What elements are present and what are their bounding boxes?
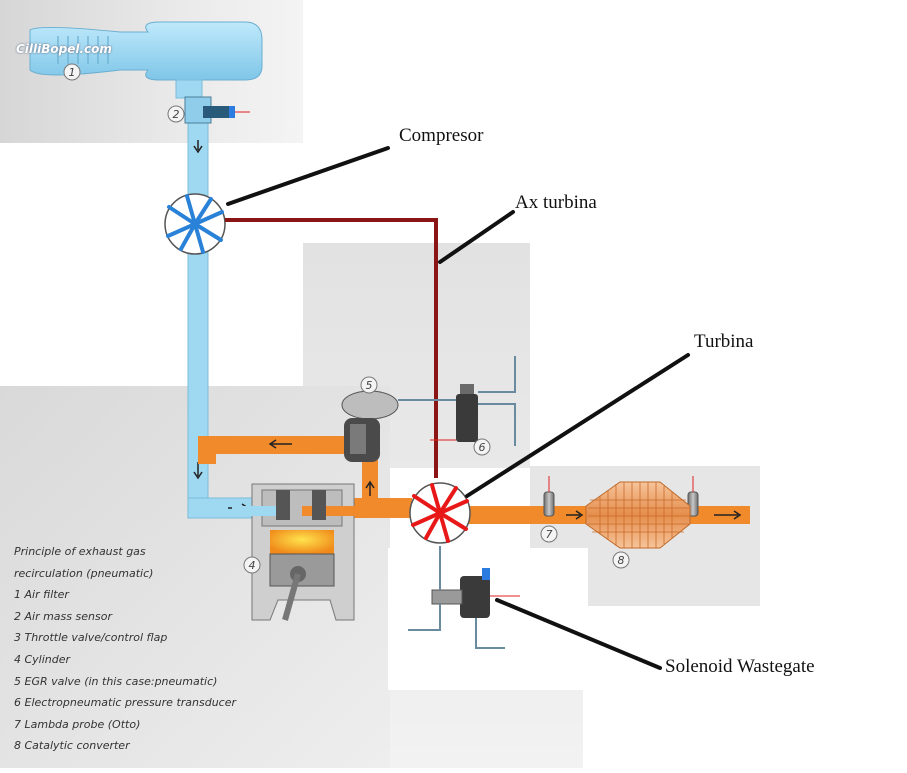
legend-item-catalytic-converter: 8 Catalytic converter <box>14 739 130 753</box>
marker-2: 2 <box>173 108 180 121</box>
air-mass-sensor <box>184 96 250 124</box>
compressor-wheel <box>164 193 226 255</box>
callout-ax-turbina: Ax turbina <box>515 192 597 213</box>
marker-1: 1 <box>69 66 76 79</box>
legend: Principle of exhaust gas recirculation (… <box>14 541 236 757</box>
legend-item-throttle-valve: 3 Throttle valve/control flap <box>14 631 168 645</box>
legend-item-cylinder: 4 Cylinder <box>14 652 71 666</box>
lambda-probe <box>543 476 699 520</box>
wastegate-solenoid <box>408 546 520 649</box>
marker-8: 8 <box>618 554 625 567</box>
leader-lines <box>226 146 690 670</box>
legend-item-egr-valve: 5 EGR valve (in this case:pneumatic) <box>14 674 218 688</box>
marker-6: 6 <box>479 441 486 454</box>
turbo-shaft <box>225 218 438 478</box>
catalytic-converter <box>585 481 691 549</box>
callout-solenoid-wastegate: Solenoid Wastegate <box>665 656 815 677</box>
legend-item-air-mass-sensor: 2 Air mass sensor <box>14 609 112 623</box>
legend-item-air-filter: 1 Air filter <box>14 588 69 602</box>
legend-title-line-1: Principle of exhaust gas <box>14 545 146 558</box>
exhaust-pipe <box>198 436 750 524</box>
marker-7: 7 <box>546 528 553 541</box>
legend-title-line-2: recirculation (pneumatic) <box>14 566 154 580</box>
marker-4: 4 <box>249 559 256 572</box>
watermark-text: CilliBopel.com <box>16 42 112 56</box>
markers: 1 2 4 5 6 7 8 <box>63 63 630 574</box>
marker-5: 5 <box>366 379 373 392</box>
legend-item-pressure-transducer: 6 Electropneumatic pressure transducer <box>14 696 237 710</box>
legend-item-lambda-probe: 7 Lambda probe (Otto) <box>14 717 141 731</box>
turbine-wheel <box>409 482 471 544</box>
cylinder <box>232 483 362 621</box>
callout-compresor: Compresor <box>399 125 484 146</box>
callout-turbina: Turbina <box>694 331 754 352</box>
egr-valve <box>341 390 460 462</box>
air-filter <box>29 21 263 99</box>
pressure-transducer <box>430 356 516 446</box>
